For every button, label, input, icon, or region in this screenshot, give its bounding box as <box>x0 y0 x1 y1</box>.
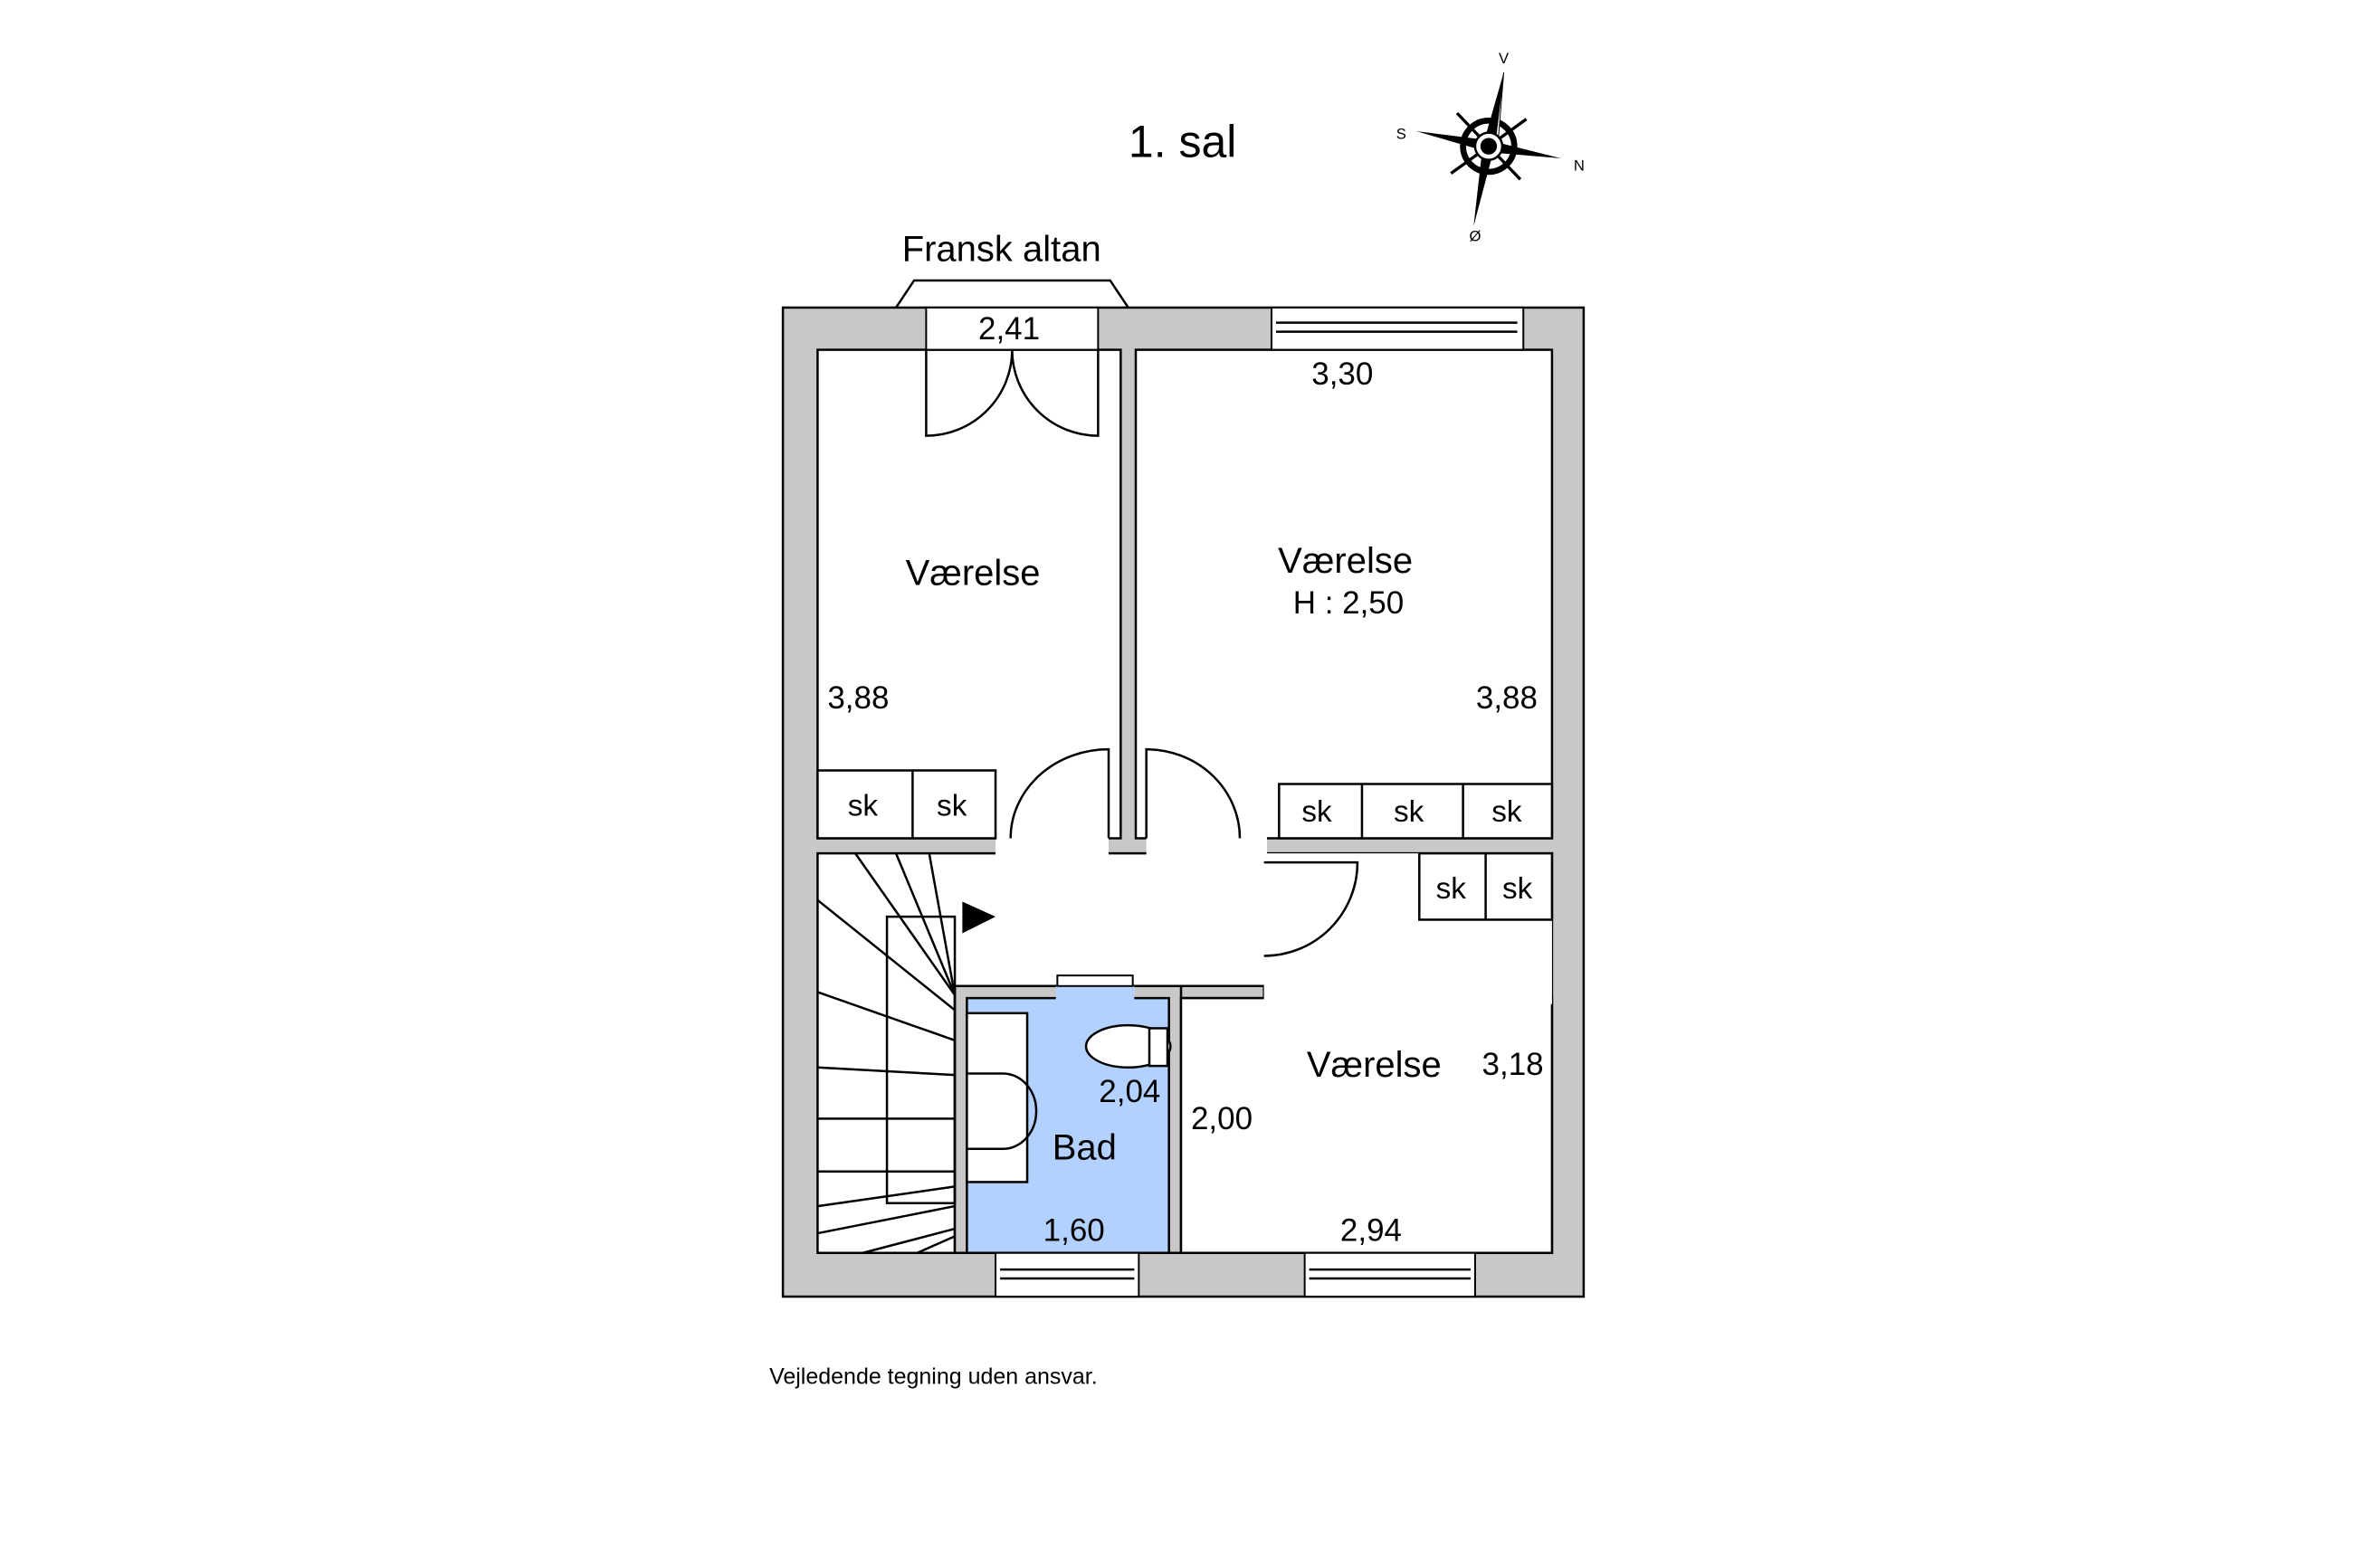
bathroom-door-marker <box>1056 974 1134 987</box>
balcony-door <box>925 306 1100 351</box>
compass-label-right: N <box>1574 157 1585 174</box>
bathroom-counter <box>966 1012 1029 1183</box>
closet-label: sk <box>848 789 879 822</box>
room-bedroom-3 <box>1179 996 1554 1254</box>
closet-label: sk <box>1436 872 1467 906</box>
room-ceiling-height: H : 2,50 <box>1293 585 1405 621</box>
room-name: Værelse <box>1307 1045 1442 1085</box>
door-swing-bedroom-2 <box>1145 747 1242 839</box>
room-depth: 2,04 <box>1099 1074 1160 1109</box>
balcony-door-swing <box>925 349 1100 437</box>
room-bedroom-2 <box>1134 348 1554 840</box>
closets: sk sk sk sk sk sk sk <box>816 769 1554 921</box>
closet-label: sk <box>1301 795 1332 829</box>
closet-label: sk <box>1394 795 1424 829</box>
door-swing-bedroom-3 <box>1263 860 1359 957</box>
room-width: 3,30 <box>1311 356 1373 392</box>
window-bathroom <box>995 1251 1140 1298</box>
staircase <box>816 852 996 1254</box>
french-balcony-railing <box>895 279 1129 309</box>
room-depth: 3,88 <box>1476 680 1538 716</box>
window-bedroom-3 <box>1303 1251 1476 1298</box>
door-swing-bedroom-1 <box>1009 747 1110 839</box>
room-width: 1,60 <box>1043 1212 1105 1248</box>
floor-title: 1. sal <box>1129 116 1236 166</box>
disclaimer: Vejledende tegning uden ansvar. <box>769 1364 1098 1390</box>
balcony-label: Fransk altan <box>902 229 1101 269</box>
closet-label: sk <box>1491 795 1522 829</box>
closet-label: sk <box>937 789 967 822</box>
stairs-direction-arrow-icon <box>962 901 996 934</box>
closet-label: sk <box>1502 872 1533 906</box>
room-depth: 3,88 <box>827 680 889 716</box>
room-name: Værelse <box>1278 541 1413 581</box>
compass-label-bottom: Ø <box>1469 228 1481 245</box>
room-name: Værelse <box>906 554 1041 594</box>
room-width: 2,94 <box>1340 1212 1402 1248</box>
window-top <box>1270 306 1525 351</box>
room-name: Bad <box>1053 1127 1117 1167</box>
room-width: 2,41 <box>978 311 1040 347</box>
compass-label-left: S <box>1396 125 1406 142</box>
hall-dimension: 2,00 <box>1191 1101 1253 1136</box>
compass-rose-icon: V S N Ø <box>1396 50 1585 245</box>
sink-icon <box>967 1072 1038 1151</box>
room-depth: 3,18 <box>1482 1047 1544 1082</box>
compass-label-top: V <box>1499 50 1510 67</box>
